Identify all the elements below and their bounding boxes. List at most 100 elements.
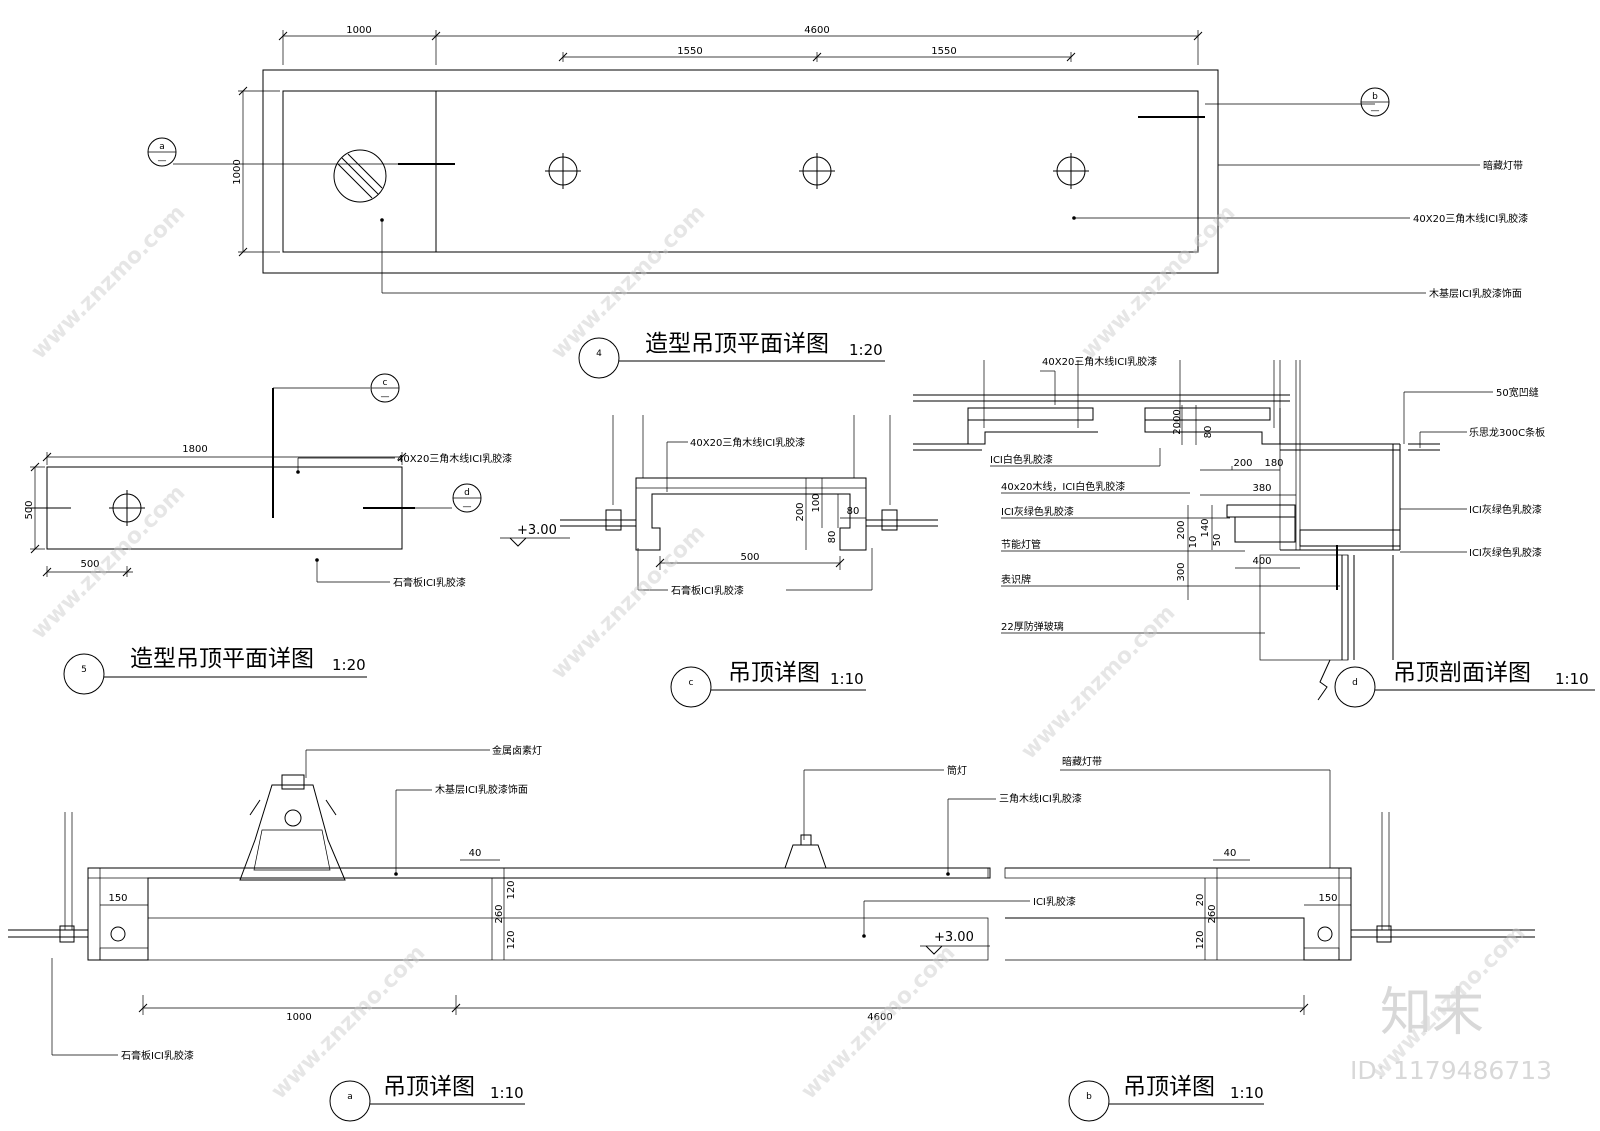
downlight-symbol-1 (545, 153, 581, 189)
svg-text:—: — (1371, 106, 1380, 116)
section-d-label-white: ICI白色乳胶漆 (990, 453, 1053, 466)
svg-text:b: b (1086, 1092, 1092, 1102)
svg-text:www.znzmo.com: www.znzmo.com (27, 480, 191, 644)
section-d-dim-300: 300 (1176, 562, 1187, 581)
svg-text:www.znzmo.com: www.znzmo.com (797, 940, 961, 1104)
detail-b-dim-40: 40 (1224, 848, 1237, 859)
svg-text:c: c (689, 678, 694, 688)
watermark-logo: 知末 (1380, 983, 1484, 1043)
section-d-dim-10: 10 (1188, 536, 1199, 549)
plan-a: 1000 4600 1550 1550 1000 a— b— 暗藏灯带 40X2… (147, 25, 1528, 379)
svg-text:+3.00: +3.00 (934, 930, 974, 945)
section-bubble-b: b— (1360, 87, 1390, 117)
detail-c-level-mark: +3.00 (500, 523, 570, 547)
section-d-label-grey-green-1: ICI灰绿色乳胶漆 (1469, 503, 1542, 516)
svg-text:4: 4 (596, 349, 602, 359)
downlight-symbol-2 (799, 153, 835, 189)
section-d-batten-right (1144, 407, 1271, 421)
detail-c-title: 吊顶详图 (728, 660, 820, 686)
detail-b-title: 吊顶详图 (1123, 1074, 1215, 1100)
detail-a-label-ici: ICI乳胶漆 (1033, 895, 1076, 908)
plan-b-title: 造型吊顶平面详图 (130, 646, 314, 672)
plan-a-title-block: 4 造型吊顶平面详图 1:20 (578, 331, 885, 379)
dim-500: 500 (80, 559, 99, 570)
section-d-batten-left (967, 407, 1094, 421)
dim-1550-a: 1550 (677, 46, 702, 57)
detail-a-level-mark: +3.00 (920, 930, 990, 955)
detail-b-title-block: b 吊顶详图 1:10 (1068, 1074, 1264, 1122)
section-d-label-sign: 表识牌 (1001, 573, 1031, 586)
detail-a-dim-40: 40 (469, 848, 482, 859)
detail-a: +3.00 1000 4600 40 150 260 120 120 金属卤素灯… (8, 744, 1309, 1122)
section-d-label-white-batten: 40x20木线，ICI白色乳胶漆 (1001, 480, 1125, 493)
plan-b-title-block: 5 造型吊顶平面详图 1:20 (63, 646, 367, 695)
section-d-label-lamp: 节能灯管 (1001, 538, 1041, 551)
downlight-symbol-3 (1053, 153, 1089, 189)
detail-a-label-gypsum: 石膏板ICI乳胶漆 (121, 1049, 194, 1062)
section-d-dim-200b: 200 (1176, 520, 1187, 539)
plan-b-batten-field (46, 466, 403, 550)
section-d-label-batten: 40X20三角木线ICI乳胶漆 (1042, 355, 1157, 368)
detail-c-dim-200: 200 (795, 502, 806, 521)
label-triangle-batten: 40X20三角木线ICI乳胶漆 (1413, 212, 1528, 225)
plan-b-label-gypsum: 石膏板ICI乳胶漆 (393, 576, 466, 589)
svg-text:—: — (463, 502, 472, 512)
detail-c-dim-500: 500 (740, 552, 759, 563)
plan-a-scale: 1:20 (849, 341, 883, 359)
svg-text:c: c (383, 378, 388, 388)
section-d-dim-400: 400 (1252, 556, 1271, 567)
dim-1550-b: 1550 (931, 46, 956, 57)
detail-a-ceiling-outline (87, 867, 991, 961)
section-d-label-groove: 50宽凹缝 (1496, 386, 1539, 399)
section-d-dim-200: 200 (1233, 458, 1252, 469)
detail-a-label-downlight: 筒灯 (947, 764, 967, 777)
section-d-label-strip-panel: 乐思龙300C条板 (1469, 426, 1545, 439)
svg-text:b: b (1372, 92, 1378, 102)
section-d-dim-180: 180 (1264, 458, 1283, 469)
plan-b-scale: 1:20 (332, 656, 366, 674)
label-hidden-light-strip: 暗藏灯带 (1483, 159, 1523, 172)
svg-text:www.znzmo.com: www.znzmo.com (27, 200, 191, 364)
dim-1000: 1000 (346, 25, 371, 36)
detail-a-label-triangle-batten: 三角木线ICI乳胶漆 (999, 792, 1082, 805)
detail-a-dim-1000: 1000 (286, 1012, 311, 1023)
detail-b-dim-20: 20 (1195, 894, 1206, 907)
section-d-title-block: d 吊顶剖面详图 1:10 (1334, 660, 1595, 708)
detail-a-scale: 1:10 (490, 1084, 524, 1102)
plan-a-title: 造型吊顶平面详图 (645, 331, 829, 357)
detail-b-scale: 1:10 (1230, 1084, 1264, 1102)
detail-b: 40 150 260 20 120 暗藏灯带 b 吊顶详图 1:10 (1004, 755, 1535, 1122)
detail-c-label-batten: 40X20三角木线ICI乳胶漆 (690, 436, 805, 449)
dim-4600: 4600 (804, 25, 829, 36)
detail-a-label-wood-base: 木基层ICI乳胶漆饰面 (435, 783, 528, 796)
section-d-dim-380: 380 (1252, 483, 1271, 494)
plan-b-downlight-symbol (109, 490, 145, 526)
detail-a-dim-4600: 4600 (867, 1012, 892, 1023)
section-bubble-d: d— (452, 483, 482, 513)
dim-1800: 1800 (182, 444, 207, 455)
dim-500-vertical: 500 (24, 500, 35, 519)
detail-c-dim-100: 100 (811, 493, 822, 512)
svg-text:+3.00: +3.00 (517, 523, 557, 538)
detail-a-title: 吊顶详图 (383, 1074, 475, 1100)
dim-1000-vertical: 1000 (232, 159, 243, 184)
svg-text:www.znzmo.com: www.znzmo.com (547, 520, 711, 684)
section-bubble-c: c— (370, 373, 400, 403)
detail-b-dim-260: 260 (1207, 904, 1218, 923)
plan-a-batten-field (435, 90, 1199, 253)
section-d-scale: 1:10 (1555, 670, 1589, 688)
detail-c-label-gypsum: 石膏板ICI乳胶漆 (671, 584, 744, 597)
plan-a-outer-frame (262, 69, 1219, 274)
detail-b-label-light-strip: 暗藏灯带 (1062, 755, 1102, 768)
section-d-title: 吊顶剖面详图 (1393, 660, 1531, 686)
section-d-dim-80: 80 (1203, 426, 1214, 439)
detail-c-title-block: c 吊顶详图 1:10 (670, 660, 866, 708)
svg-text:d: d (1352, 678, 1358, 688)
section-d-glass (1259, 554, 1349, 661)
detail-c-ceiling-box (635, 477, 867, 551)
detail-a-dim-120-b: 120 (506, 930, 517, 949)
detail-a-dim-120-a: 120 (506, 880, 517, 899)
section-d-dim-140: 140 (1200, 518, 1211, 537)
label-wood-base-finish: 木基层ICI乳胶漆饰面 (1429, 287, 1522, 300)
